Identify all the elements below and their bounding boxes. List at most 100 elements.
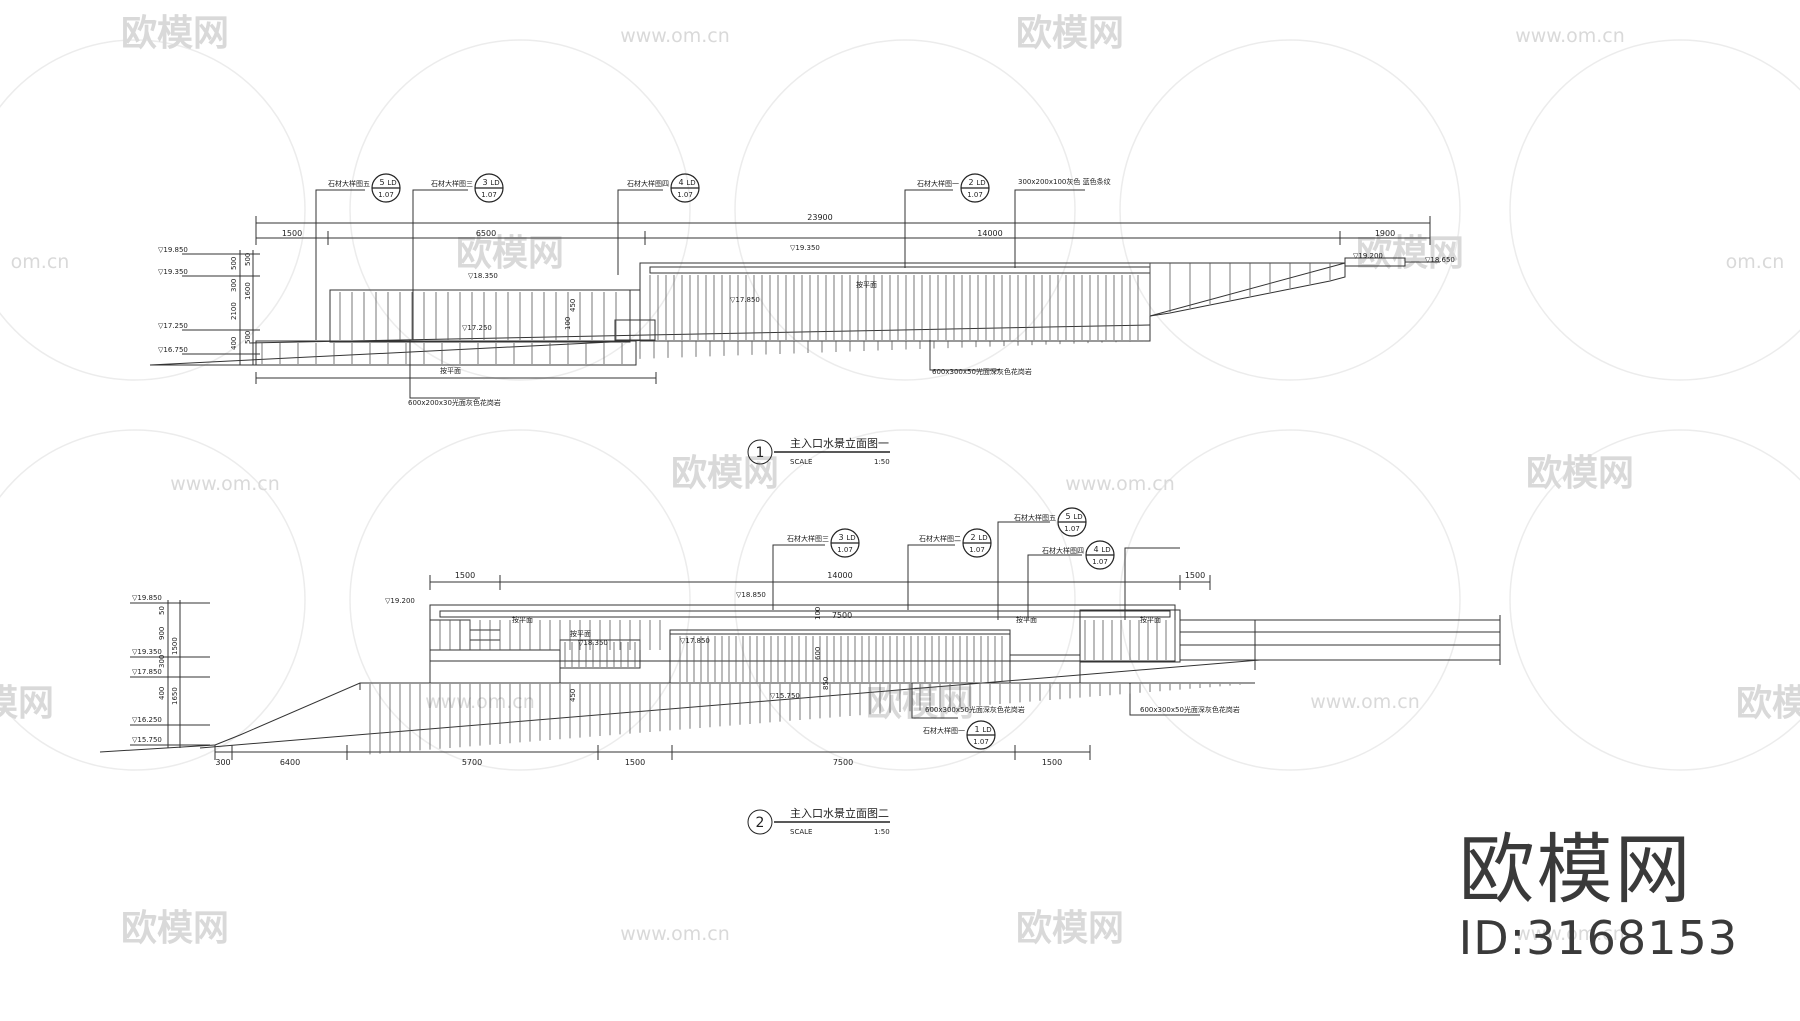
material-label: 按平面 xyxy=(1016,615,1037,624)
vertical-dimension: 300 xyxy=(158,655,166,668)
level-mark: ▽19.850 xyxy=(158,246,188,254)
watermark-url: www.om.cn xyxy=(1515,923,1625,945)
callout-number: 5 xyxy=(379,178,384,187)
callout-code: LD xyxy=(686,179,695,187)
watermark-url-edge: om.cn xyxy=(1726,251,1785,273)
callout-label: 石材大样图四 xyxy=(627,179,669,188)
watermark-ring xyxy=(1119,429,1461,771)
level-mark: ▽19.200 xyxy=(1353,252,1383,260)
dimension-text: 1500 xyxy=(455,571,475,580)
watermark-brand: 欧模网 xyxy=(671,453,779,494)
watermark-url: www.om.cn xyxy=(620,923,730,945)
watermark-brand: 欧模网 xyxy=(1526,453,1634,494)
drawing-1-number: 1 xyxy=(756,445,765,461)
level-mark: ▽18.350 xyxy=(468,272,498,280)
elevation-drawing-2 xyxy=(99,507,1501,835)
watermark-brand: 欧模网 xyxy=(0,683,54,724)
dimension-text: 5700 xyxy=(462,758,482,767)
vertical-dimension: 850 xyxy=(822,677,830,690)
dimension-text: 1500 xyxy=(1042,758,1062,767)
callout-sheet: 1.07 xyxy=(1064,525,1080,533)
vertical-dimension: 300 xyxy=(230,279,238,292)
material-label: 按平面 xyxy=(440,366,461,375)
callout-sheet: 1.07 xyxy=(481,191,497,199)
vertical-dimension: 400 xyxy=(158,687,166,700)
vertical-dimension: 50 xyxy=(158,606,166,615)
watermark-url: www.om.cn xyxy=(1065,473,1175,495)
material-label: 按平面 xyxy=(856,280,877,289)
dimension-text: 7500 xyxy=(833,758,853,767)
material-label: 600x300x50光面深灰色花岗岩 xyxy=(932,367,1032,376)
watermark-brand: 欧模网 xyxy=(1016,13,1124,54)
watermark-brand: 欧模网 xyxy=(121,908,229,949)
level-mark: ▽19.850 xyxy=(132,594,162,602)
level-mark: ▽17.850 xyxy=(132,668,162,676)
callout-number: 3 xyxy=(838,533,843,542)
vertical-dimension: 100 xyxy=(814,607,822,620)
callout-code: LD xyxy=(982,726,991,734)
callout-label: 石材大样图三 xyxy=(787,534,829,543)
callout-label: 石材大样图一 xyxy=(923,726,965,735)
level-mark: ▽17.850 xyxy=(680,637,710,645)
drawing-1-scale-label: SCALE xyxy=(790,458,812,466)
level-mark: ▽15.750 xyxy=(132,736,162,744)
vertical-dimension: 500 xyxy=(244,253,252,266)
drawing-1-title: 主入口水景立面图一 xyxy=(790,436,889,450)
callout-label: 石材大样图五 xyxy=(328,179,370,188)
vertical-dimension: 100 xyxy=(564,317,572,330)
material-label: 按平面 xyxy=(570,629,591,638)
callout-label: 石材大样图二 xyxy=(919,534,961,543)
vertical-dimension: 450 xyxy=(569,299,577,312)
callout-code: LD xyxy=(978,534,987,542)
watermark-ring xyxy=(1509,39,1800,381)
level-mark: ▽17.250 xyxy=(158,322,188,330)
callout-sheet: 1.07 xyxy=(677,191,693,199)
level-mark: ▽19.350 xyxy=(158,268,188,276)
dimension-text: 300 xyxy=(215,758,230,767)
callout-number: 2 xyxy=(970,533,975,542)
watermark-url: www.om.cn xyxy=(620,25,730,47)
vertical-dimension: 600 xyxy=(814,647,822,660)
vertical-dimension: 1650 xyxy=(171,687,179,705)
callout-label: 石材大样图五 xyxy=(1014,513,1056,522)
watermark-ring xyxy=(734,429,1076,771)
watermark-ring xyxy=(349,39,691,381)
callout-sheet: 1.07 xyxy=(967,191,983,199)
watermark-ring xyxy=(734,39,1076,381)
watermark-url: www.om.cn xyxy=(1515,25,1625,47)
watermark-ring xyxy=(1119,39,1461,381)
dimension-text: 1500 xyxy=(282,229,302,238)
callout-number: 4 xyxy=(1093,545,1098,554)
elevation-drawing-1 xyxy=(149,173,1440,465)
watermark-ring xyxy=(0,429,306,771)
callout-code: LD xyxy=(387,179,396,187)
vertical-dimension: 500 xyxy=(230,257,238,270)
drawing-1-scale: 1:50 xyxy=(874,458,890,466)
material-label: 600x300x50光面深灰色花岗岩 xyxy=(1140,705,1240,714)
material-label: 600x200x30光面灰色花岗岩 xyxy=(408,398,501,407)
watermark-url-edge: om.cn xyxy=(11,251,70,273)
vertical-dimension: 900 xyxy=(158,627,166,640)
material-label: 按平面 xyxy=(1140,615,1161,624)
vertical-dimension: 1600 xyxy=(244,282,252,300)
callout-number: 1 xyxy=(974,725,979,734)
drawing-2-scale-label: SCALE xyxy=(790,828,812,836)
level-mark: ▽18.350 xyxy=(578,639,608,647)
level-mark: ▽19.350 xyxy=(132,648,162,656)
dimension-text: 7500 xyxy=(832,611,852,620)
level-mark: ▽18.650 xyxy=(1425,256,1455,264)
vertical-dimension: 400 xyxy=(230,337,238,350)
level-mark: ▽16.750 xyxy=(158,346,188,354)
callout-code: LD xyxy=(1101,546,1110,554)
vertical-dimension: 2100 xyxy=(230,302,238,320)
callout-number: 4 xyxy=(678,178,683,187)
wall-hatch-1 xyxy=(261,263,1331,364)
dimension-text: 6400 xyxy=(280,758,300,767)
watermark-brand: 欧模网 xyxy=(456,233,564,274)
callout-label: 石材大样图四 xyxy=(1042,546,1084,555)
callout-code: LD xyxy=(1073,513,1082,521)
level-mark: ▽17.850 xyxy=(730,296,760,304)
callout-sheet: 1.07 xyxy=(378,191,394,199)
